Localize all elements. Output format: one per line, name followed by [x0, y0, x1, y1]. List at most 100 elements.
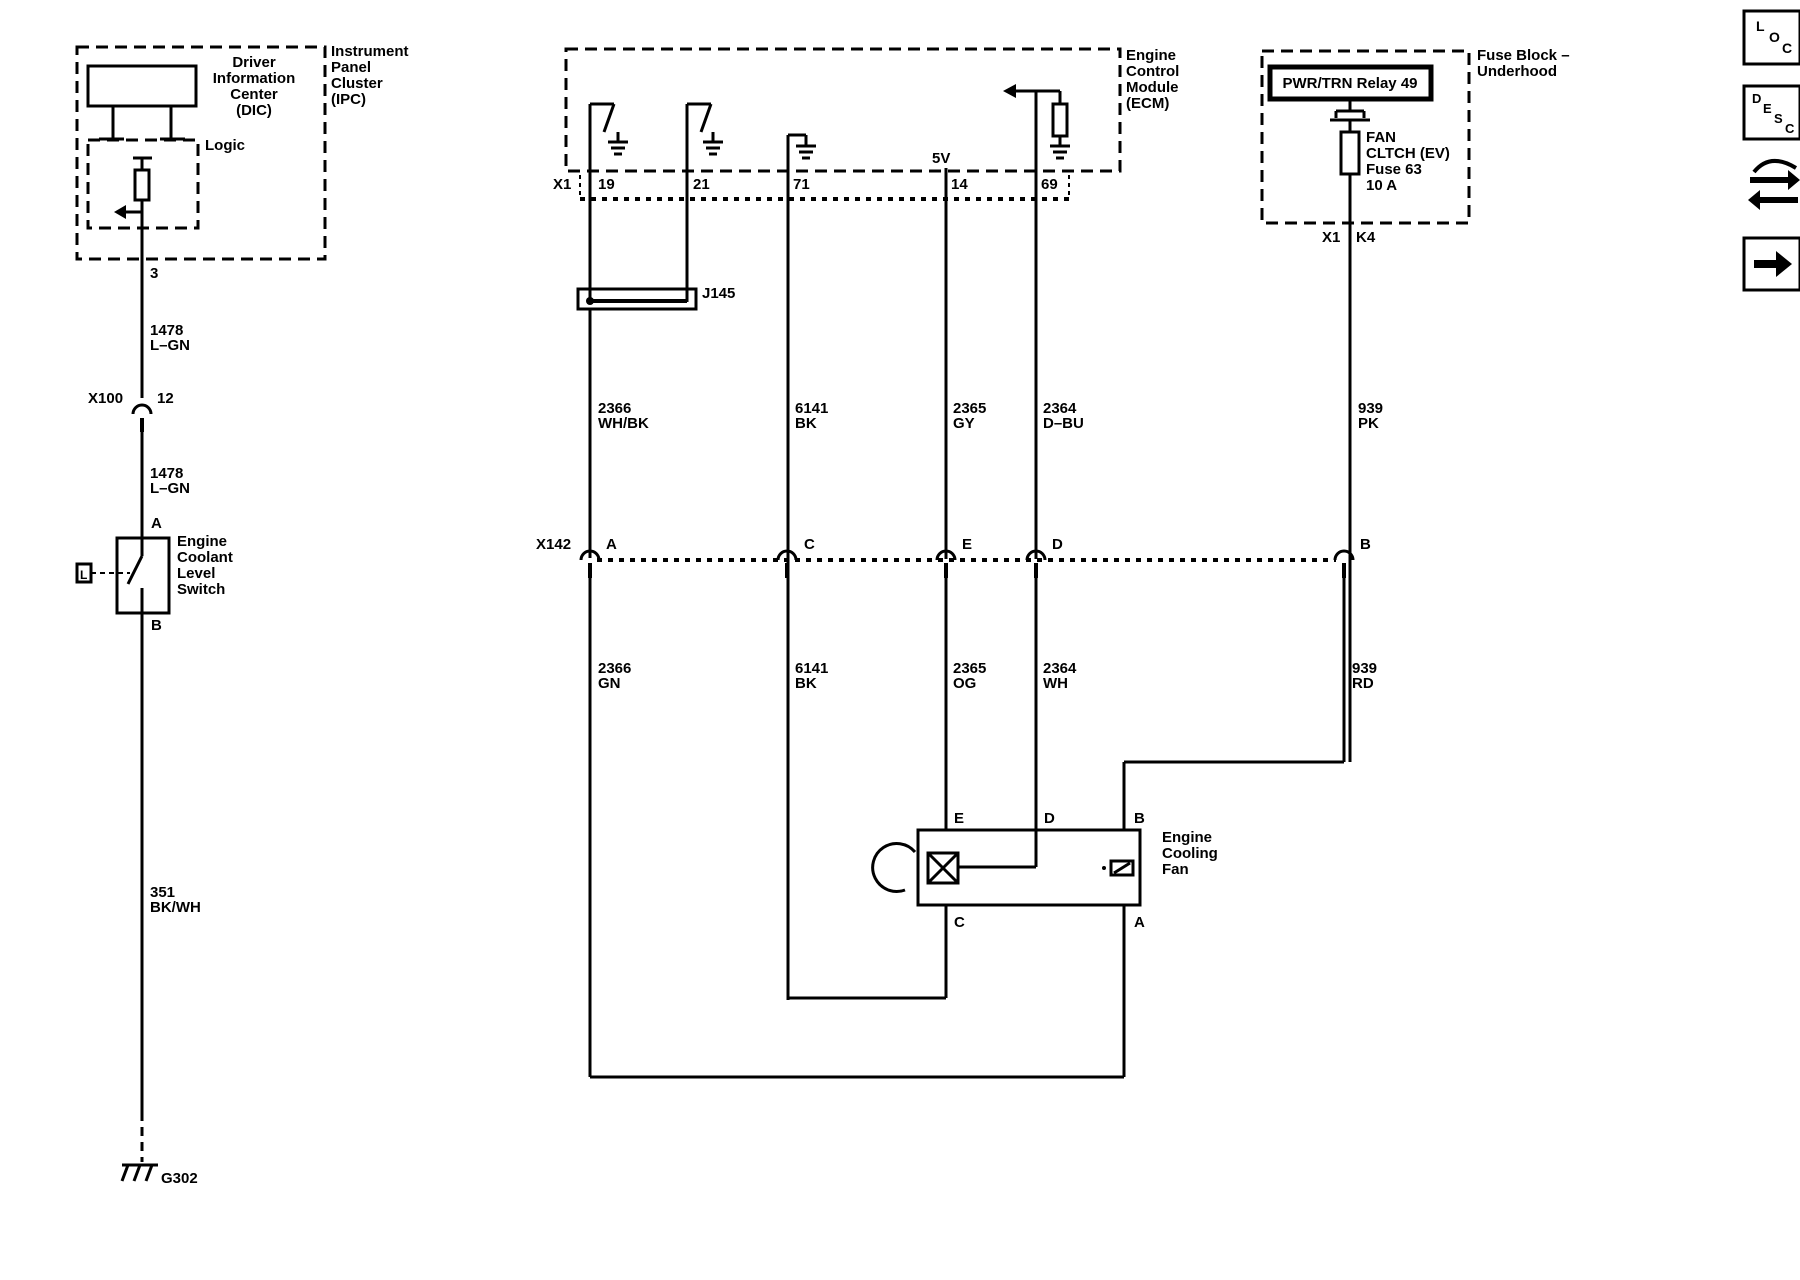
svg-text:L–GN: L–GN: [150, 480, 190, 497]
svg-text:Instrument: Instrument: [331, 43, 409, 60]
fan-control-module-icon: [926, 851, 960, 885]
svg-text:GY: GY: [953, 415, 975, 432]
wire-label-2364-lower: 2364 WH: [1043, 660, 1077, 692]
svg-text:WH: WH: [1043, 675, 1068, 692]
svg-text:FAN: FAN: [1366, 129, 1396, 146]
level-sensor-icon: [75, 562, 93, 584]
fan-pin-b: B: [1134, 810, 1145, 827]
svg-text:Engine: Engine: [177, 533, 227, 550]
svg-text:Level: Level: [177, 565, 215, 582]
connector-swap-icon[interactable]: [1748, 159, 1800, 210]
svg-text:Panel: Panel: [331, 59, 371, 76]
ecm-ground-icon: [796, 144, 816, 160]
svg-text:2366: 2366: [598, 660, 631, 677]
svg-text:(DIC): (DIC): [236, 102, 272, 119]
ecm-5v-label: 5V: [932, 150, 950, 167]
x142-pin-a: A: [606, 536, 617, 553]
dic-display: [86, 64, 198, 108]
pullup-resistor: [133, 168, 151, 202]
svg-text:(IPC): (IPC): [331, 91, 366, 108]
svg-text:1478: 1478: [150, 322, 183, 339]
wire-label-2366-lower: 2366 GN: [598, 660, 631, 692]
svg-text:Cluster: Cluster: [331, 75, 383, 92]
fan-motor-icon: [1109, 859, 1135, 877]
dic-label: Driver Information Center (DIC): [213, 54, 296, 119]
input-arrow-icon: [114, 205, 126, 219]
svg-text:Module: Module: [1126, 79, 1179, 96]
wire-label-1478-lower: 1478 L–GN: [150, 465, 190, 497]
ecm-pulldown-resistor: [1051, 102, 1069, 138]
svg-text:D: D: [1752, 91, 1761, 106]
svg-text:C: C: [1782, 40, 1792, 56]
engine-cooling-fan: [916, 828, 1142, 907]
desc-button[interactable]: D E S C: [1742, 84, 1800, 141]
fuse-63: [1339, 130, 1361, 176]
svg-text:C: C: [1785, 121, 1795, 136]
next-page-button[interactable]: [1742, 236, 1800, 292]
svg-text:2364: 2364: [1043, 400, 1077, 417]
svg-text:Information: Information: [213, 70, 296, 87]
x142-pin-b: B: [1360, 536, 1371, 553]
svg-text:Cooling: Cooling: [1162, 845, 1218, 862]
ecm-label: Engine Control Module (ECM): [1126, 47, 1179, 112]
signal-arrow-icon: [1003, 84, 1016, 98]
cooling-fan-label: Engine Cooling Fan: [1162, 829, 1218, 878]
fuse-block-label: Fuse Block – Underhood: [1477, 47, 1570, 80]
ipc-label: Instrument Panel Cluster (IPC): [331, 43, 409, 108]
svg-text:L–GN: L–GN: [150, 337, 190, 354]
ecm-x1-label: X1: [553, 176, 571, 193]
wire-label-1478-upper: 1478 L–GN: [150, 322, 190, 354]
wire-label-2365-lower: 2365 OG: [953, 660, 986, 692]
ipc-pin-label: 3: [150, 265, 158, 282]
svg-text:BK: BK: [795, 675, 817, 692]
wire-label-2366-upper: 2366 WH/BK: [598, 400, 649, 432]
wire-label-351: 351 BK/WH: [150, 884, 201, 916]
relay-label: PWR/TRN Relay 49: [1282, 75, 1417, 92]
svg-text:PK: PK: [1358, 415, 1379, 432]
svg-text:OG: OG: [953, 675, 976, 692]
svg-text:Fuse 63: Fuse 63: [1366, 161, 1422, 178]
svg-text:GN: GN: [598, 675, 621, 692]
wire-label-939-upper: 939 PK: [1358, 400, 1383, 432]
logic-label: Logic: [205, 137, 245, 154]
x142-pin-terminals: [579, 549, 1355, 578]
svg-text:Fuse Block –: Fuse Block –: [1477, 47, 1570, 64]
wire-label-2364-upper: 2364 D–BU: [1043, 400, 1084, 432]
x142-label: X142: [536, 536, 571, 553]
x100-label: X100: [88, 390, 123, 407]
loc-button[interactable]: L O C: [1742, 9, 1800, 66]
ipc-module-outline: [75, 45, 327, 261]
x142-pin-d: D: [1052, 536, 1063, 553]
svg-text:O: O: [1769, 29, 1780, 45]
svg-text:Engine: Engine: [1126, 47, 1176, 64]
fan-rotation-icon: [871, 842, 917, 893]
svg-text:L: L: [1756, 18, 1765, 34]
svg-text:6141: 6141: [795, 660, 828, 677]
coolant-switch-label: Engine Coolant Level Switch: [177, 533, 233, 598]
svg-text:Driver: Driver: [232, 54, 276, 71]
svg-text:E: E: [1763, 101, 1772, 116]
svg-text:Fan: Fan: [1162, 861, 1189, 878]
svg-text:WH/BK: WH/BK: [598, 415, 649, 432]
switch-pin-b: B: [151, 617, 162, 634]
splice-j145: [576, 287, 698, 311]
switch-pin-a: A: [151, 515, 162, 532]
svg-text:939: 939: [1352, 660, 1377, 677]
ground-label: G302: [161, 1170, 198, 1187]
ecm-ground-icon: [1050, 144, 1070, 160]
x100-pin-label: 12: [157, 390, 174, 407]
arrow-right-icon: [1754, 251, 1792, 277]
wire-label-939-lower: 939 RD: [1352, 660, 1377, 692]
svg-text:Engine: Engine: [1162, 829, 1212, 846]
ecm-pin-69: 69: [1041, 176, 1058, 193]
svg-text:939: 939: [1358, 400, 1383, 417]
wire-label-2365-upper: 2365 GY: [953, 400, 986, 432]
ecm-ground-icon: [703, 140, 723, 156]
ecm-pin-21: 21: [693, 176, 710, 193]
ecm-ground-icon: [608, 140, 628, 156]
svg-text:2366: 2366: [598, 400, 631, 417]
fan-pin-d: D: [1044, 810, 1055, 827]
wire-label-6141-lower: 6141 BK: [795, 660, 828, 692]
ground-g302-icon: [120, 1163, 158, 1182]
svg-text:2365: 2365: [953, 400, 986, 417]
